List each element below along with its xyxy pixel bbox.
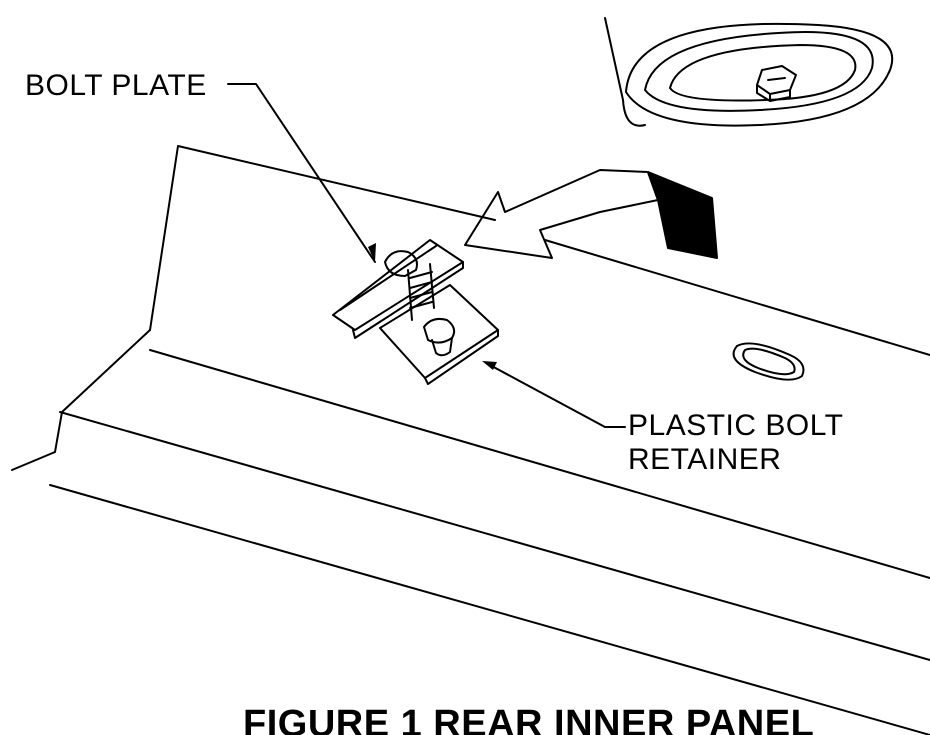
bolt-plate-label: BOLT PLATE [25, 69, 207, 102]
plastic-bolt-retainer-label: PLASTIC BOLT RETAINER [628, 409, 844, 477]
retainer-label-line2: RETAINER [628, 443, 782, 476]
bolt-plate-leader [227, 83, 376, 263]
plastic-bolt-retainer [379, 284, 499, 385]
leader-arrowheads [368, 243, 497, 370]
leader-lines [227, 83, 626, 428]
bolt [384, 250, 435, 321]
bolt-plate-arrowhead [368, 243, 376, 262]
retainer-label-line1: PLASTIC BOLT [628, 409, 844, 442]
direction-arrow [464, 169, 718, 259]
wheel-hub [604, 17, 894, 127]
retainer-arrowhead [482, 361, 497, 370]
bolt-plate [332, 239, 464, 339]
panel-outline [11, 145, 930, 735]
figure-caption: FIGURE 1 REAR INNER PANEL [243, 703, 815, 735]
retainer-leader [487, 363, 626, 428]
slotted-hole [732, 342, 805, 381]
